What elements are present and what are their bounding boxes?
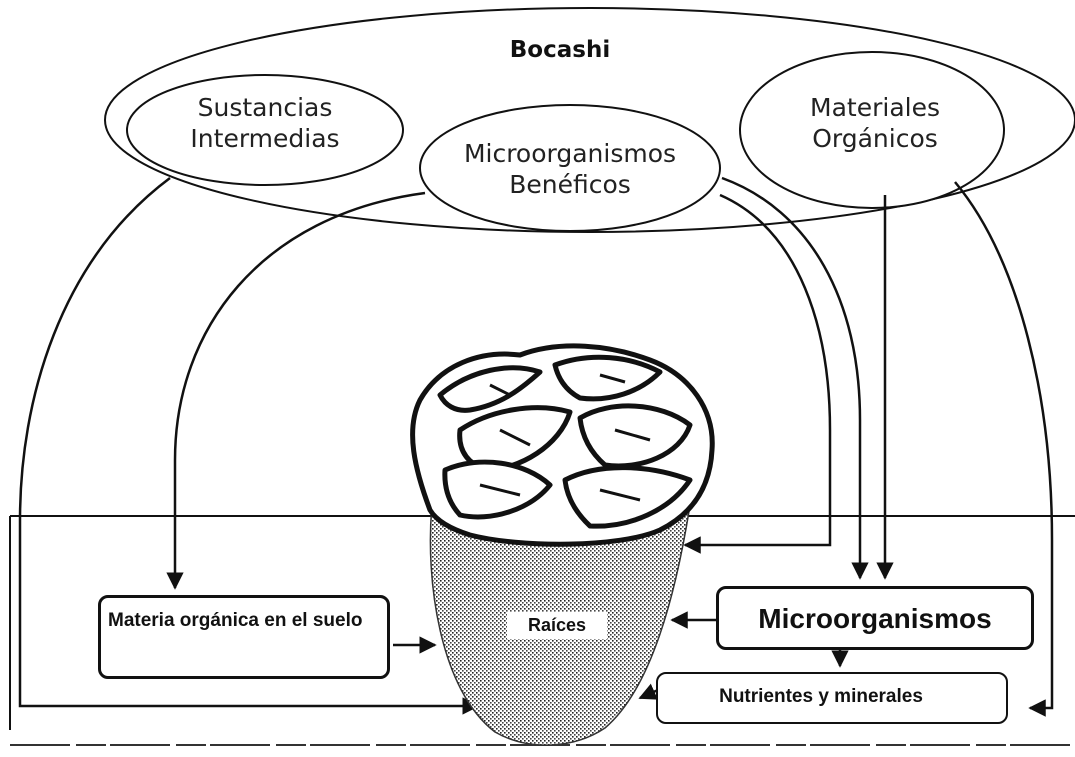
materiales-organicos-label: Materiales Orgánicos bbox=[810, 93, 940, 154]
materiales-ellipse bbox=[739, 51, 1005, 209]
nutrientes-box bbox=[656, 672, 1008, 724]
arrow-materiales-to-nutrientes bbox=[954, 181, 1054, 717]
bocashi-title: Bocashi bbox=[509, 37, 611, 63]
microorganismos-label: Microorganismos bbox=[758, 603, 992, 634]
bocashi-ellipse bbox=[104, 7, 1075, 233]
materia-organica-label: Materia orgánica en el suelo bbox=[108, 610, 363, 631]
sustancias-ellipse bbox=[126, 74, 404, 186]
arrow-nutrientes-to-raices bbox=[638, 683, 659, 700]
arrow-sustancias-to-raices bbox=[18, 176, 480, 715]
microorganismos-beneficos-ellipse bbox=[419, 104, 721, 232]
arrow-microorg-to-materia bbox=[166, 191, 426, 590]
lettuce-plant-icon bbox=[410, 343, 715, 547]
nutrientes-label: Nutrientes y minerales bbox=[719, 686, 923, 707]
raices-label: Raíces bbox=[507, 612, 607, 639]
materia-organica-box bbox=[98, 595, 390, 679]
microorganismos-box bbox=[716, 586, 1034, 650]
microorganismos-beneficos-label: Microorganismos Benéficos bbox=[463, 139, 677, 200]
arrow-microorg-to-microorganismos-a bbox=[721, 176, 869, 580]
arrow-microorg-to-raices-top bbox=[683, 193, 832, 554]
sustancias-label: Sustancias Intermedias bbox=[190, 93, 340, 154]
